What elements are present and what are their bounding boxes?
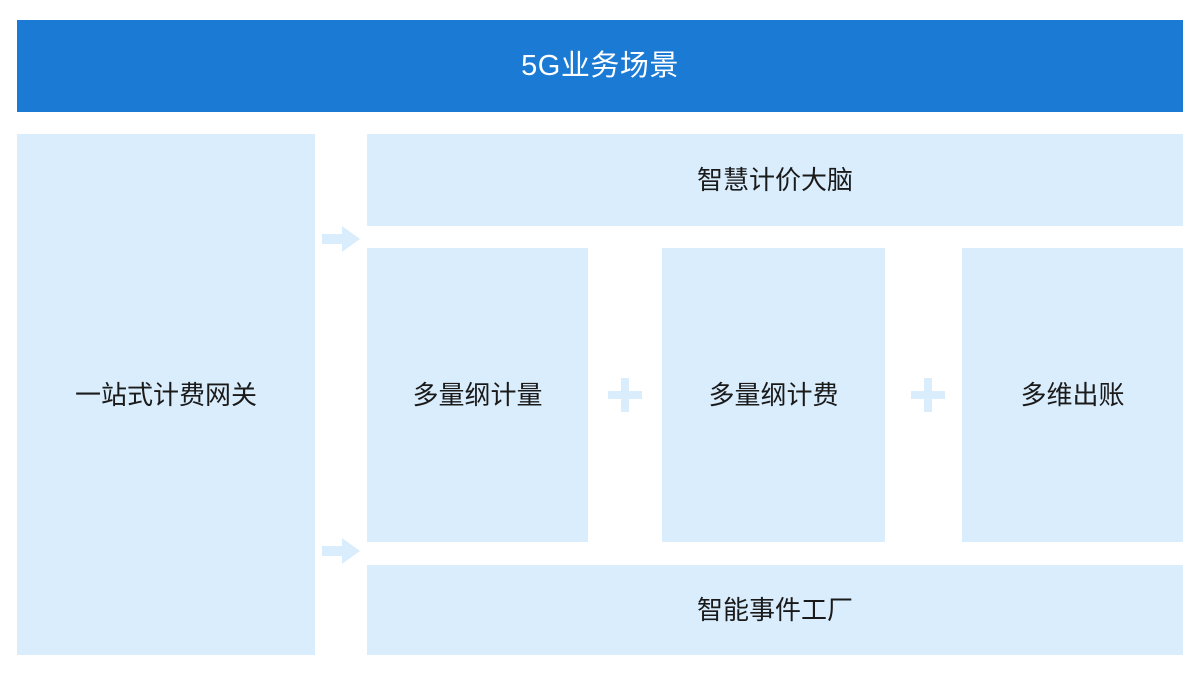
capability-panel-3-label: 多维出账 — [1020, 380, 1125, 410]
plus-icon-1 — [608, 378, 642, 412]
arrow-right-icon-top — [322, 226, 360, 252]
capability-panel-3[interactable]: 多维出账 — [962, 248, 1183, 542]
gateway-panel-label: 一站式计费网关 — [74, 379, 257, 410]
capability-panel-2[interactable]: 多量纲计费 — [662, 248, 885, 542]
pricing-brain-label: 智慧计价大脑 — [696, 165, 853, 195]
header-banner: 5G业务场景 — [17, 20, 1183, 112]
capability-panel-1[interactable]: 多量纲计量 — [367, 248, 588, 542]
pricing-brain-panel[interactable]: 智慧计价大脑 — [367, 134, 1183, 226]
event-factory-panel[interactable]: 智能事件工厂 — [367, 565, 1183, 655]
arrow-right-icon-bottom — [322, 538, 360, 564]
capability-panel-1-label: 多量纲计量 — [412, 380, 543, 410]
page-title: 5G业务场景 — [521, 49, 679, 82]
capability-panel-2-label: 多量纲计费 — [708, 380, 839, 410]
gateway-panel[interactable]: 一站式计费网关 — [17, 134, 315, 655]
event-factory-label: 智能事件工厂 — [696, 595, 853, 625]
plus-icon-2 — [911, 378, 945, 412]
